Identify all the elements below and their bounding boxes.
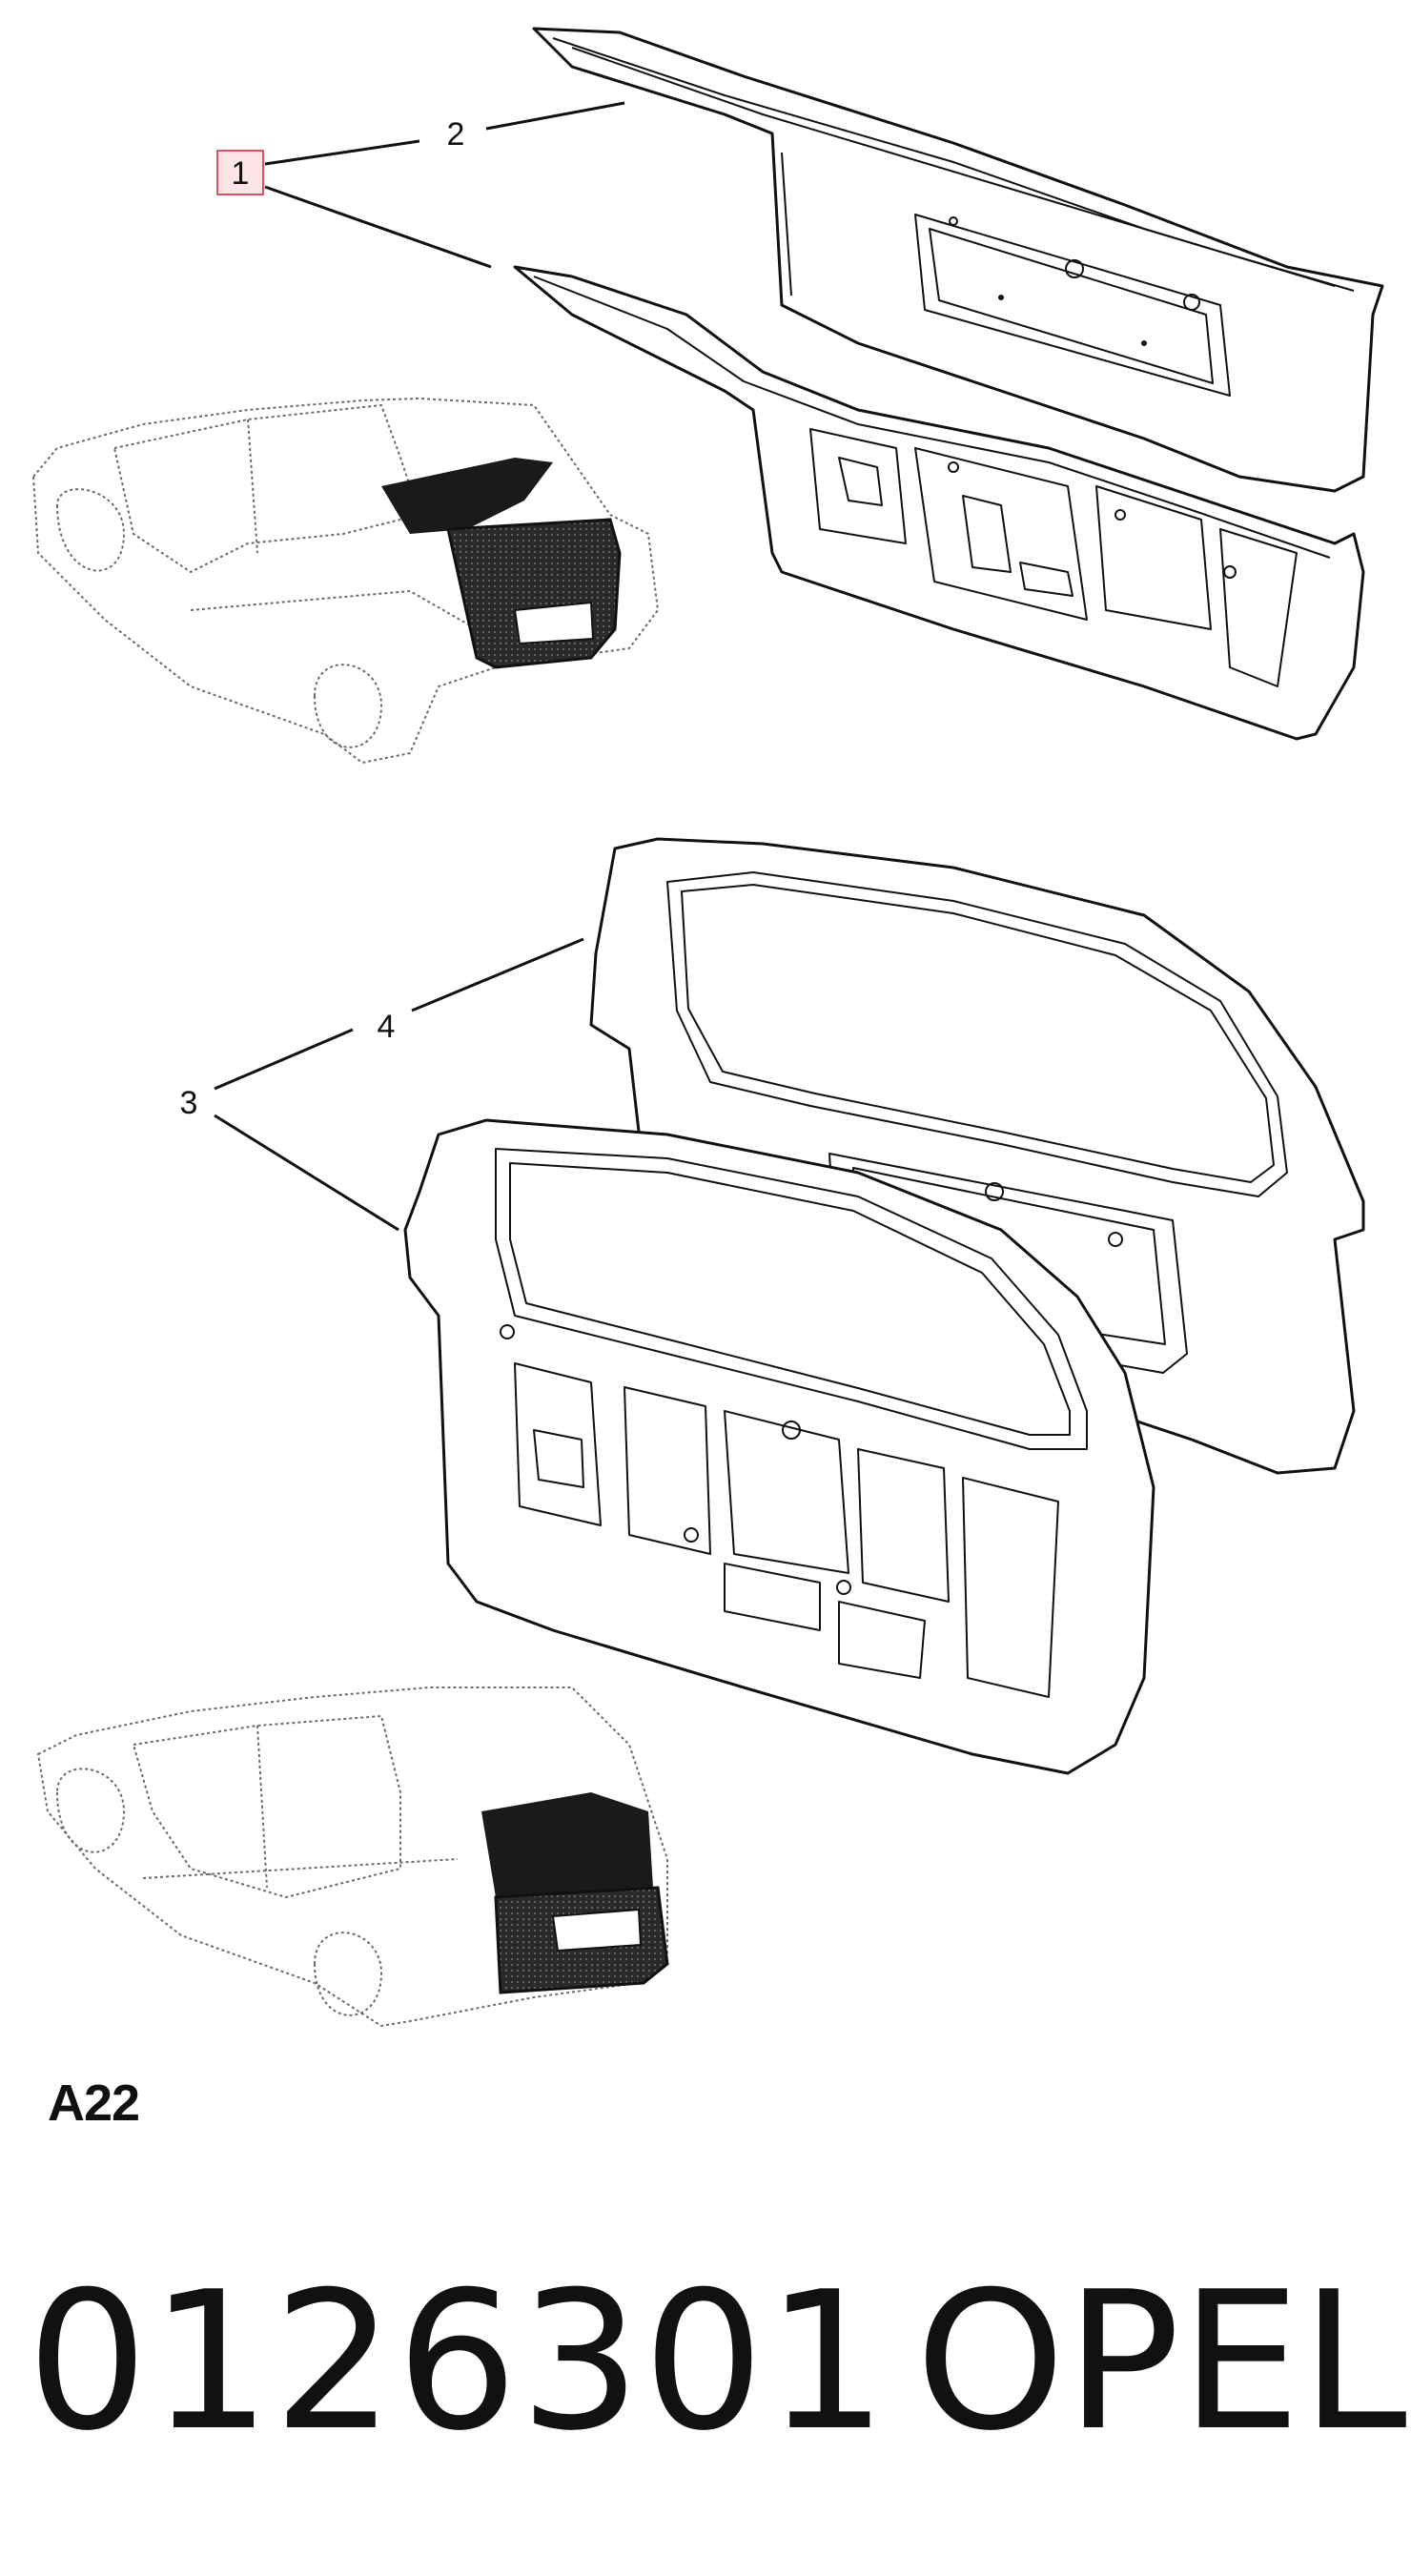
section-label: A22	[48, 2075, 140, 2132]
callout-2-label: 2	[447, 116, 465, 153]
callout-2[interactable]: 2	[447, 101, 625, 153]
callout-1-label: 1	[232, 155, 250, 192]
hatchback-tailgate-inner-frame	[513, 265, 1365, 741]
part-number: 0126301	[27, 2251, 890, 2473]
brand-name: OPEL	[915, 2251, 1407, 2473]
hatchback-tailgate-outer-panel	[532, 27, 1384, 493]
callout-3[interactable]: 3	[180, 1028, 399, 1232]
callout-4[interactable]: 4	[378, 937, 584, 1045]
callout-3-label: 3	[180, 1085, 198, 1121]
hatchback-car-illustration	[31, 397, 660, 765]
callout-1[interactable]: 1	[216, 139, 492, 269]
callout-4-label: 4	[378, 1009, 396, 1045]
estate-tailgate-inner-frame	[403, 1118, 1155, 1775]
estate-car-illustration	[36, 1687, 669, 2028]
